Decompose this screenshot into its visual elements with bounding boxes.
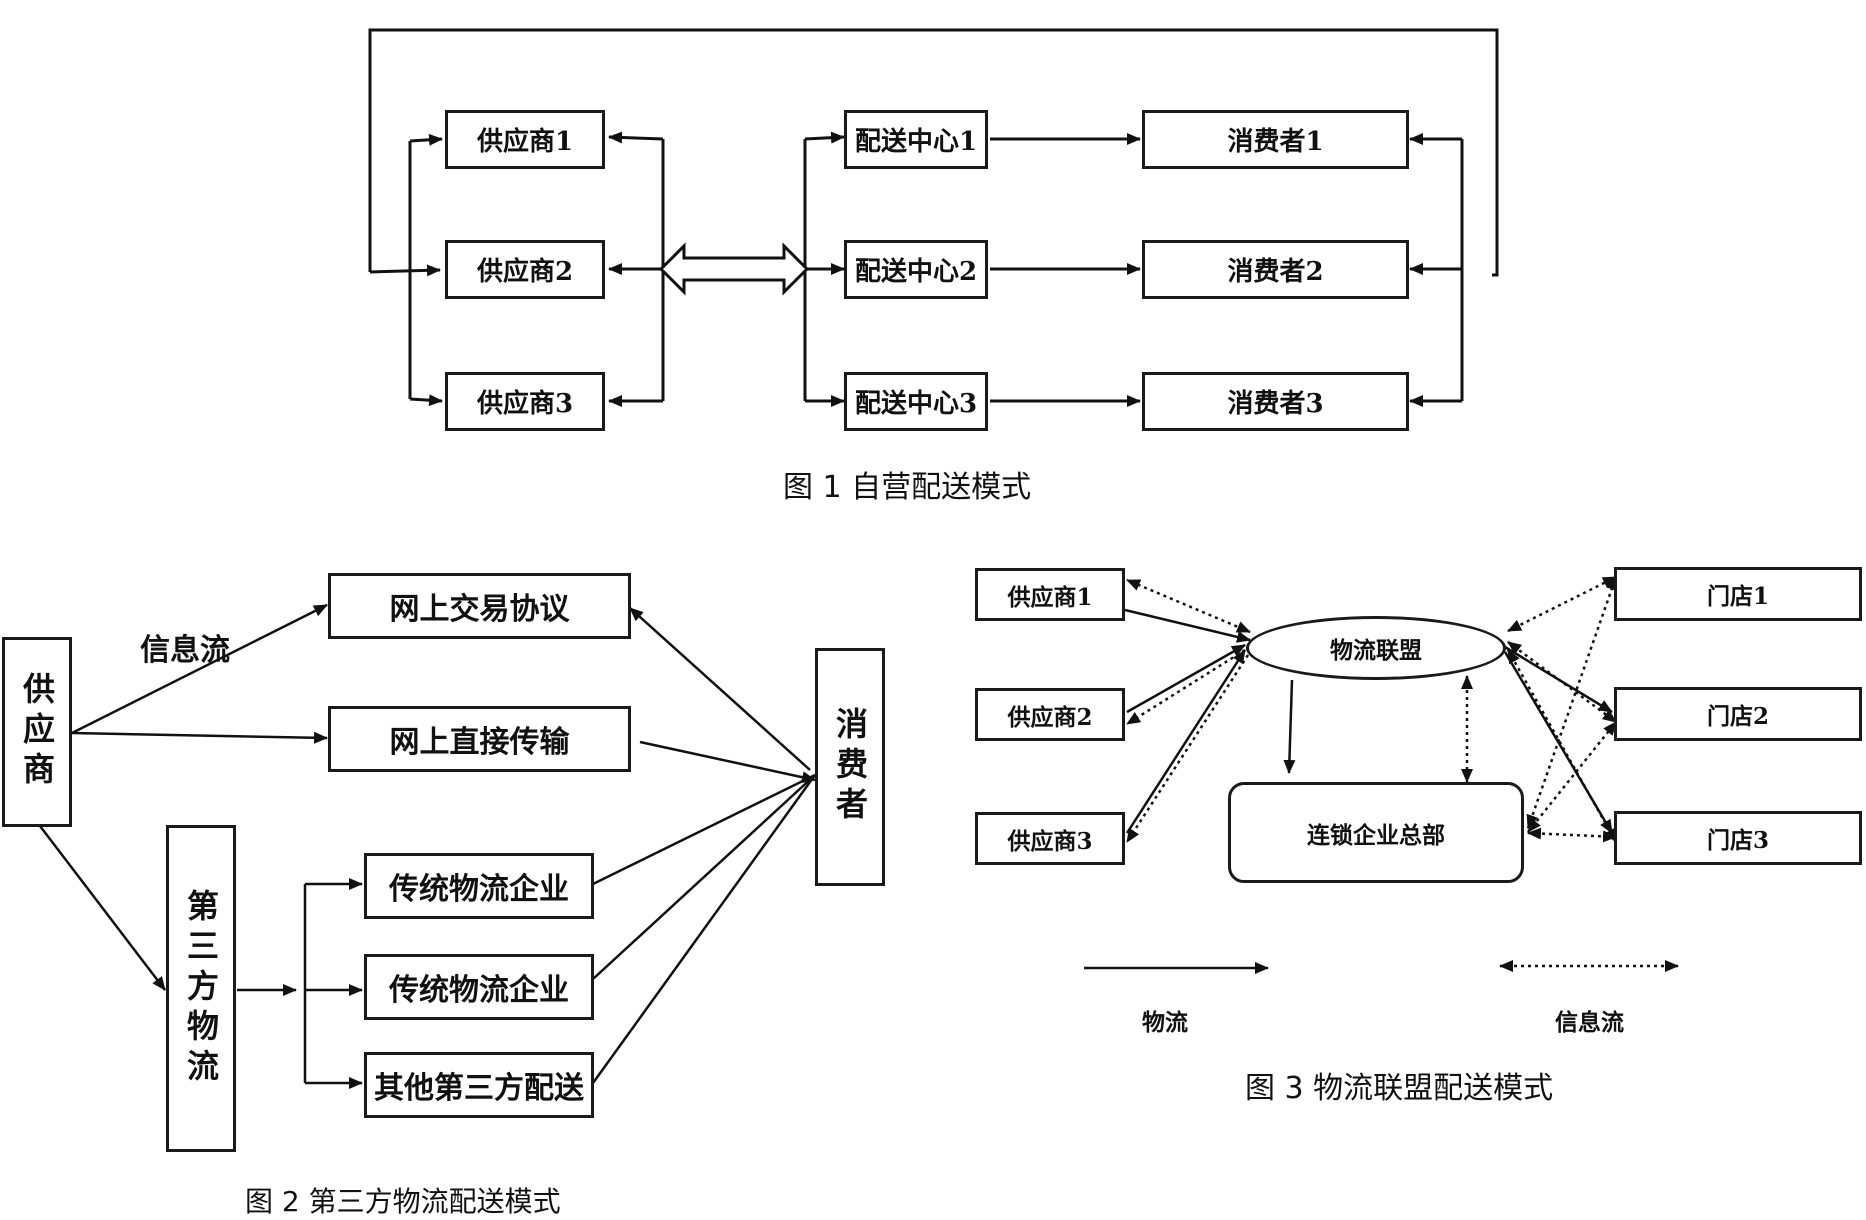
fig1-supplier-2: 供应商2: [445, 240, 605, 299]
fig3-legend-logistics-label: 物流: [1142, 1009, 1188, 1036]
fig1-supplier-2-label: 供应商2: [476, 257, 574, 287]
fig3-supplier-1: 供应商1: [975, 568, 1125, 621]
fig1-center-1: 配送中心1: [844, 110, 988, 169]
fig1-loop-arrow-supplier2: [369, 264, 441, 277]
fig3-hq-label: 连锁企业总部: [1307, 821, 1445, 849]
fig1-supplier-3-label: 供应商3: [476, 389, 574, 419]
fig1-supplier-1-label: 供应商1: [476, 127, 574, 157]
fig1-double-arrow: [658, 242, 810, 296]
fig2-info-arrow-trade: [71, 603, 328, 735]
fig1-consumer-1: 消费者1: [1142, 110, 1409, 169]
fig3-alliance-label: 物流联盟: [1330, 637, 1422, 664]
fig2-traditional-2-label: 传统物流企业: [389, 973, 569, 1008]
fig1-consumer-3: 消费者3: [1142, 372, 1409, 431]
fig1-center-3: 配送中心3: [844, 372, 988, 431]
fig1-supplier-1: 供应商1: [445, 110, 605, 169]
fig2-arrow-third-party: [39, 825, 166, 991]
fig1-consumer-3-label: 消费者3: [1227, 389, 1324, 419]
fig2-online-trade: 网上交易协议: [328, 573, 631, 639]
fig3-supplier-2: 供应商2: [975, 688, 1125, 741]
fig3-store-2: 门店2: [1614, 687, 1862, 741]
fig3-supplier-1-label: 供应商1: [1007, 583, 1093, 611]
fig1-consumer-1-label: 消费者1: [1227, 127, 1324, 157]
fig1-center-2: 配送中心2: [844, 240, 988, 299]
fig2-other: 其他第三方配送: [364, 1052, 594, 1118]
fig3-store-2-label: 门店2: [1706, 703, 1769, 730]
fig2-caption: 图 2 第三方物流配送模式: [245, 1185, 561, 1218]
fig2-info-flow-label: 信息流: [140, 633, 230, 668]
fig1-center-3-label: 配送中心3: [854, 389, 978, 419]
fig2-traditional-1: 传统物流企业: [364, 853, 594, 919]
fig2-traditional-1-label: 传统物流企业: [389, 872, 569, 907]
fig3-caption: 图 3 物流联盟配送模式: [1245, 1071, 1554, 1106]
fig2-third-party-label: 第三方物流: [182, 888, 220, 1089]
fig2-online-trade-label: 网上交易协议: [389, 592, 570, 627]
fig1-center-1-label: 配送中心1: [854, 127, 978, 157]
fig3-store-3-label: 门店3: [1706, 827, 1769, 854]
fig3-supplier-2-label: 供应商2: [1007, 703, 1093, 731]
fig3-legend-info-label: 信息流: [1555, 1009, 1624, 1036]
fig1-center-2-label: 配送中心2: [854, 257, 978, 287]
fig2-info-arrow-transfer: [71, 731, 328, 744]
fig1-feedback-loop-line: [368, 28, 1499, 277]
fig1-supplier-3: 供应商3: [445, 372, 605, 431]
fig2-traditional-2: 传统物流企业: [364, 954, 594, 1020]
fig3-hq: 连锁企业总部: [1228, 782, 1524, 883]
fig2-supplier-label: 供应商: [18, 672, 56, 792]
fig3-store-1: 门店1: [1614, 567, 1862, 621]
fig3-supplier-3-label: 供应商3: [1007, 827, 1093, 855]
fig2-third-party: 第三方物流: [166, 825, 236, 1152]
fig3-supplier-3: 供应商3: [975, 812, 1125, 865]
fig2-supplier: 供应商: [2, 637, 72, 827]
fig2-other-label: 其他第三方配送: [374, 1071, 584, 1106]
fig2-consumer-label: 消费者: [831, 707, 869, 827]
fig3-store-3: 门店3: [1614, 811, 1862, 865]
fig1-caption: 图 1 自营配送模式: [783, 470, 1032, 505]
fig2-online-transfer: 网上直接传输: [328, 706, 631, 772]
fig1-consumer-2-label: 消费者2: [1227, 257, 1324, 287]
fig2-online-transfer-label: 网上直接传输: [389, 725, 570, 760]
fig3-store-1-label: 门店1: [1706, 583, 1769, 610]
fig2-arrow-trade-consumer: [629, 607, 811, 771]
fig2-consumer: 消费者: [815, 648, 885, 886]
fig1-consumer-2: 消费者2: [1142, 240, 1409, 299]
fig3-alliance: 物流联盟: [1246, 616, 1506, 680]
